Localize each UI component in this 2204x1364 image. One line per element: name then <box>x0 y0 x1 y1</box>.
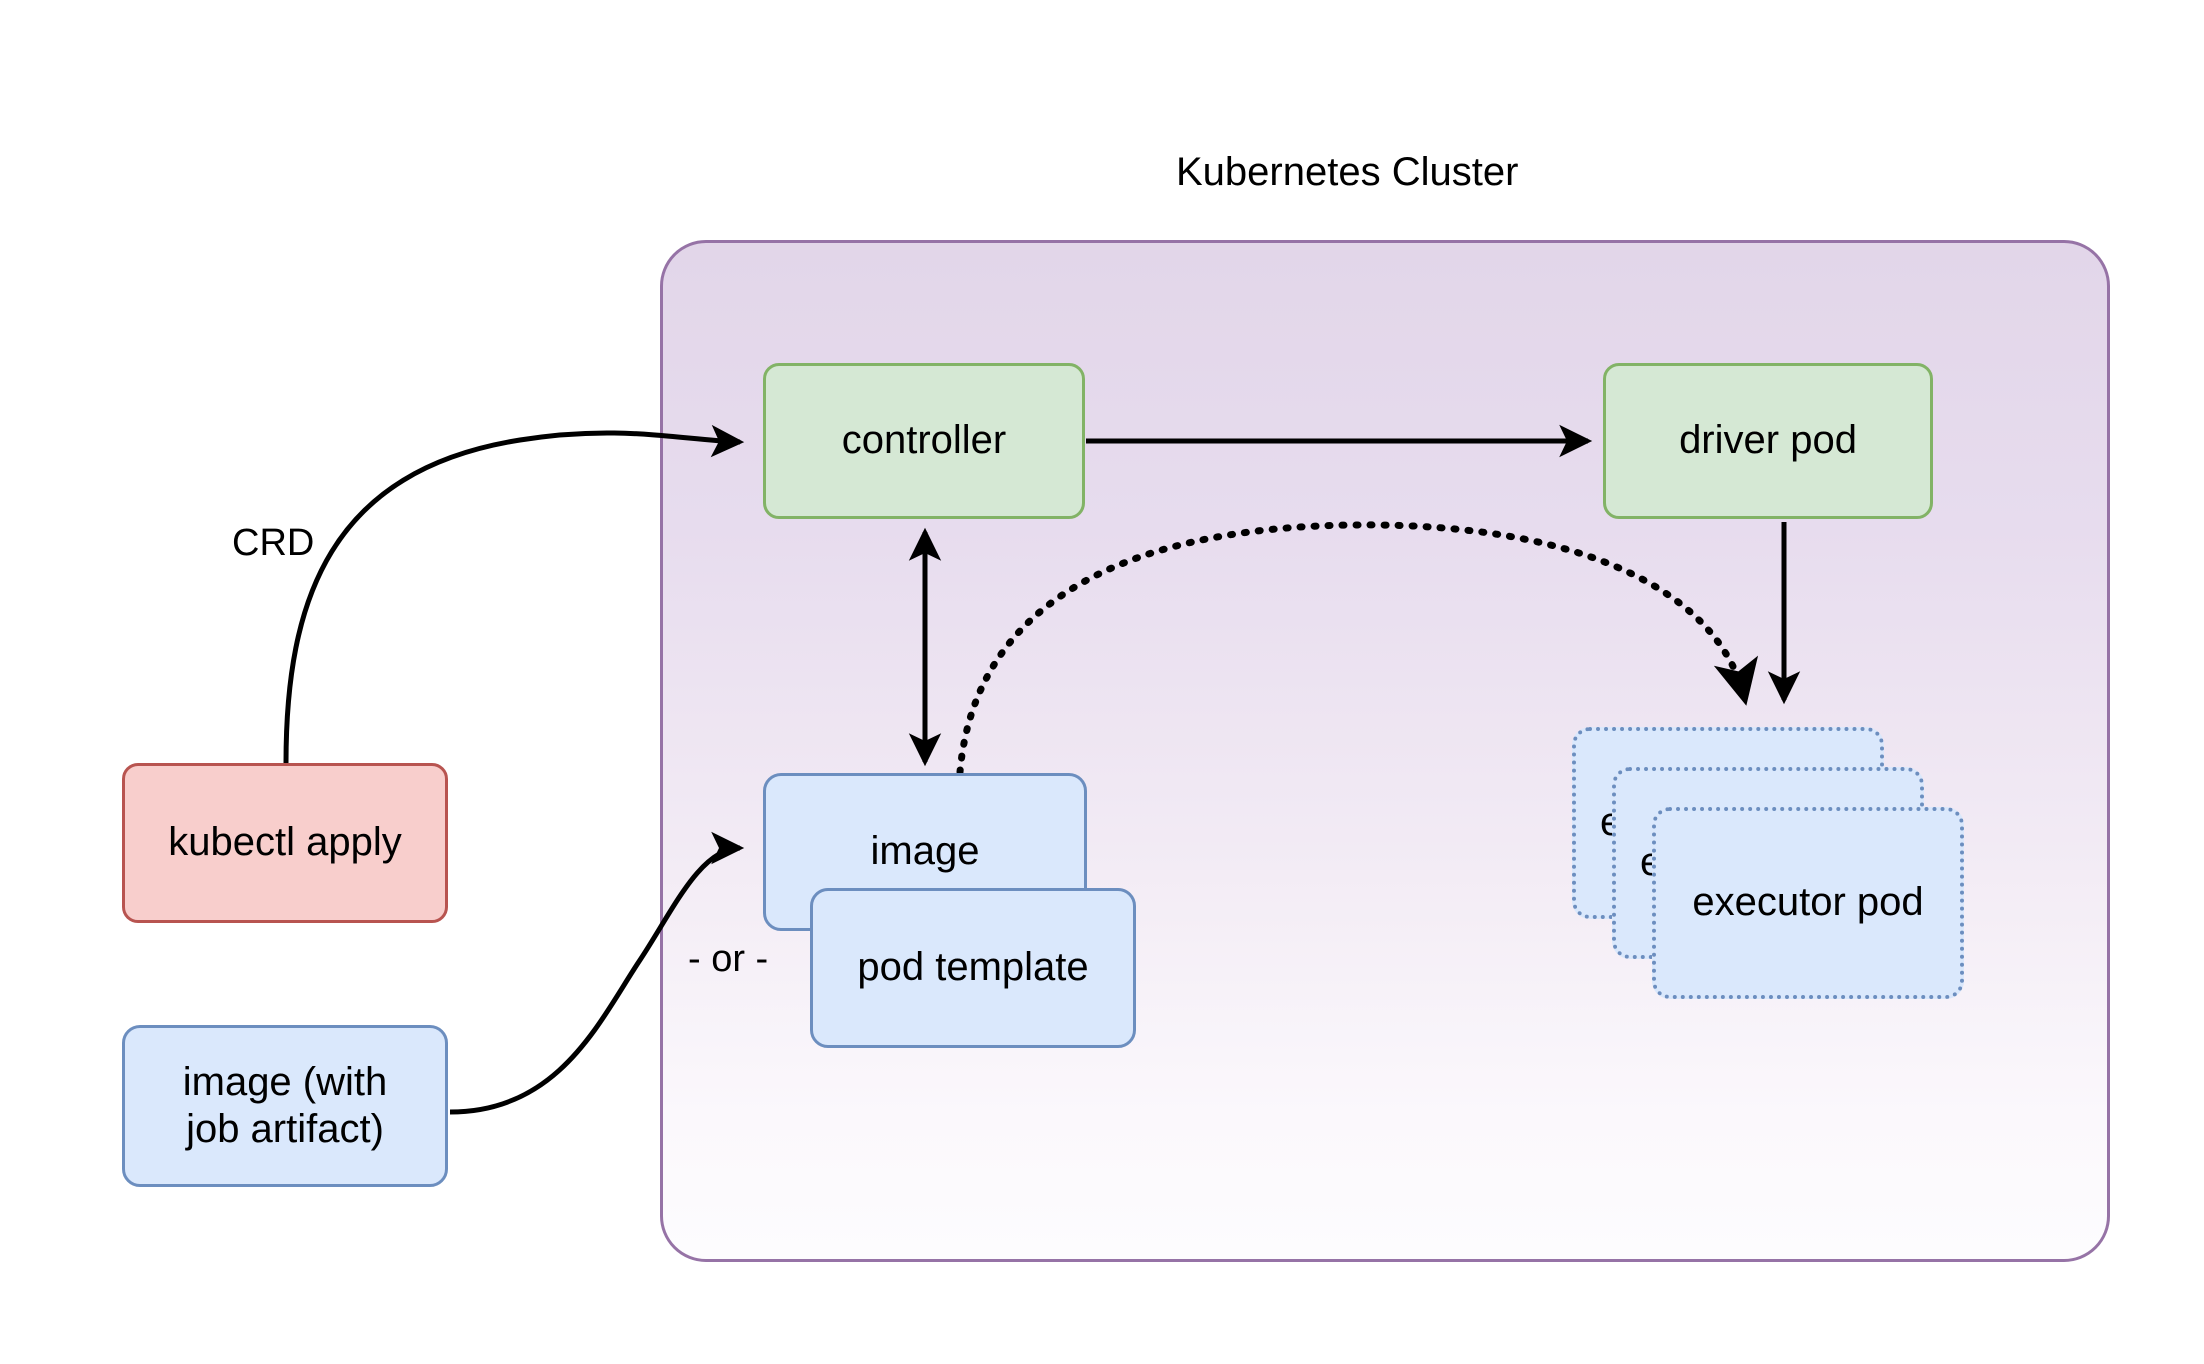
edge-label-crd: CRD <box>232 522 315 564</box>
controller-label: controller <box>841 418 1007 463</box>
image-label: image <box>870 829 980 874</box>
cluster-title: Kubernetes Cluster <box>1176 150 1519 194</box>
driver-pod-node[interactable]: driver pod <box>1603 363 1933 519</box>
kubectl-apply-label: kubectl apply <box>168 820 402 865</box>
image-with-job-artifact-node[interactable]: image (with job artifact) <box>122 1025 448 1187</box>
kubectl-apply-node[interactable]: kubectl apply <box>122 763 448 923</box>
driver-pod-label: driver pod <box>1679 418 1857 463</box>
edge-label-or: - or - <box>688 938 769 980</box>
executor-pod-box-3[interactable]: executor pod <box>1652 807 1964 999</box>
pod-template-node[interactable]: pod template <box>810 888 1136 1048</box>
pod-template-label: pod template <box>857 945 1089 990</box>
image-with-job-artifact-label-line1: image (with <box>182 1059 388 1104</box>
executor-pod-label-3: executor pod <box>1692 880 1924 925</box>
controller-node[interactable]: controller <box>763 363 1085 519</box>
image-with-job-artifact-label-line2: job artifact) <box>186 1107 384 1151</box>
